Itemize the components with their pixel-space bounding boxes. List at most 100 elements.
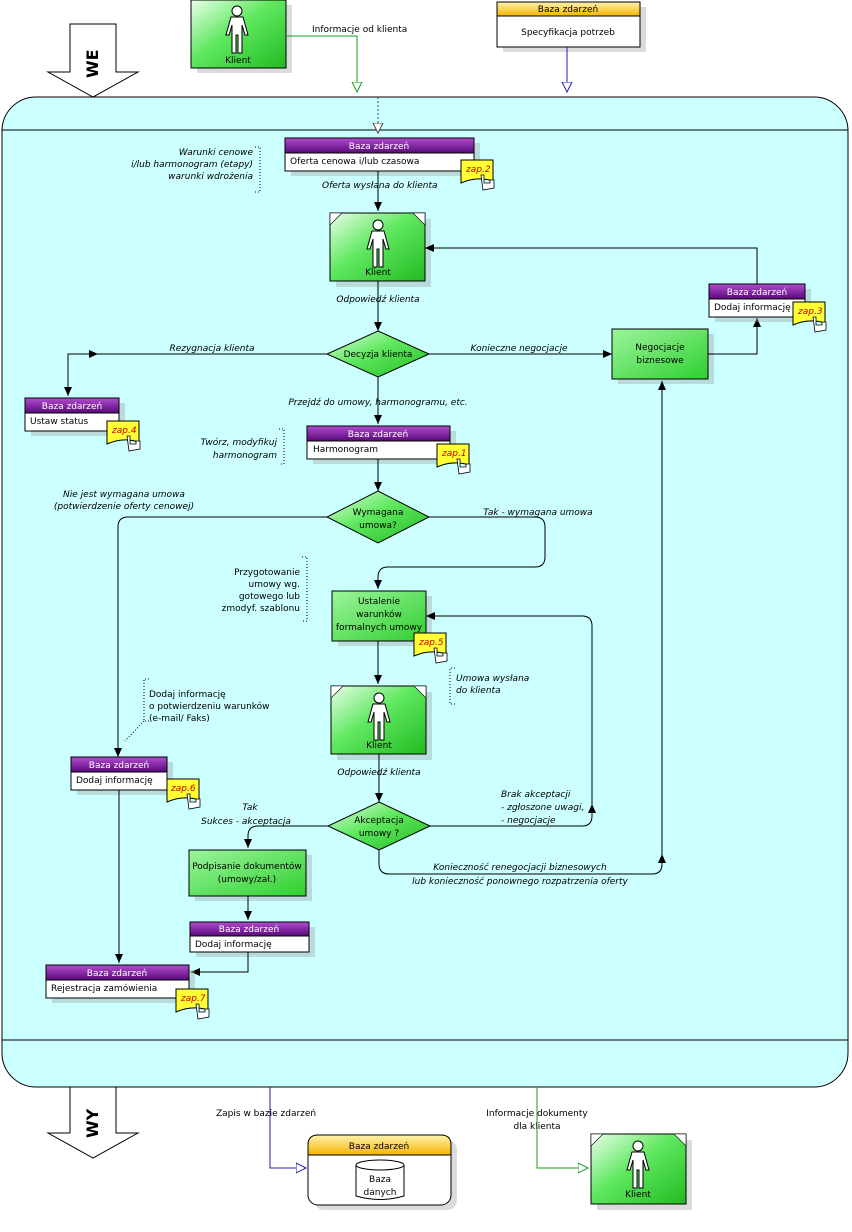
renegotiation-label-2: lub konieczność ponownego rozpatrzenia o… (412, 876, 628, 887)
offer-sent-label: Oferta wysłana do klienta (322, 181, 438, 191)
flow-accepted (244, 825, 328, 848)
svg-text:Dodaj informację: Dodaj informację (149, 690, 226, 700)
svg-text:- zgłoszone uwagi,: - zgłoszone uwagi, (501, 803, 584, 813)
process-signing: Podpisanie dokumentów (umowy/zał.) (188, 849, 312, 901)
svg-text:Specyfikacja potrzeb: Specyfikacja potrzeb (521, 28, 615, 38)
svg-text:Dodaj informację: Dodaj informację (76, 776, 153, 786)
svg-text:Baza zdarzeń: Baza zdarzeń (219, 925, 279, 935)
svg-text:Przygotowanie: Przygotowanie (234, 568, 300, 578)
svg-text:- negocjacje: - negocjacje (501, 816, 556, 826)
svg-text:o potwierdzeniu warunków: o potwierdzeniu warunków (149, 701, 270, 712)
svg-text:Baza zdarzeń: Baza zdarzeń (348, 430, 408, 440)
svg-text:Baza zdarzeń: Baza zdarzeń (89, 761, 149, 771)
svg-text:zap.1: zap.1 (441, 449, 467, 459)
svg-text:Baza zdarzeń: Baza zdarzeń (42, 402, 102, 412)
svg-text:Baza zdarzeń: Baza zdarzeń (538, 5, 598, 15)
flow-yes-contract (374, 516, 546, 589)
flow-back-to-client (425, 244, 758, 284)
svg-text:Klient: Klient (625, 1190, 651, 1200)
svg-text:Baza zdarzeń: Baza zdarzeń (349, 1142, 409, 1152)
event-registration: Baza zdarzeń Rejestracja zamówienia (45, 964, 195, 1003)
svg-text:Baza zdarzeń: Baza zdarzeń (727, 288, 787, 298)
svg-text:formalnych umowy: formalnych umowy (336, 623, 423, 633)
svg-text:harmonogram: harmonogram (213, 451, 277, 461)
no-contract-label-2: (potwierdzenie oferty cenowej) (54, 502, 194, 512)
svg-text:warunki wdrożenia: warunki wdrożenia (168, 172, 253, 182)
zap-5: zap.5 (413, 632, 448, 664)
negotiation-needed-label: Konieczne negocjacje (470, 344, 567, 354)
svg-text:Baza zdarzeń: Baza zdarzeń (349, 142, 409, 152)
database-output: Baza zdarzeń Baza danych (307, 1134, 457, 1210)
yes-label-2: Sukces - akceptacja (201, 817, 291, 827)
info-from-client-flow (286, 35, 357, 92)
flow-info-to-registration (191, 952, 249, 976)
svg-text:Rejestracja zamówienia: Rejestracja zamówienia (51, 983, 157, 994)
event-add-info-6: Baza zdarzeń Dodaj informację (70, 756, 173, 795)
svg-text:Twórz, modyfikuj: Twórz, modyfikuj (201, 437, 278, 448)
svg-text:zap.5: zap.5 (418, 638, 444, 648)
svg-text:zap.6: zap.6 (170, 784, 196, 794)
svg-text:Akceptacja: Akceptacja (354, 816, 404, 826)
svg-text:Harmonogram: Harmonogram (313, 445, 378, 455)
svg-text:Warunki cenowe: Warunki cenowe (179, 148, 254, 158)
flow-resignation (64, 353, 327, 396)
zap-7: zap.7 (175, 988, 210, 1020)
no-acceptance-note: Brak akceptacji - zgłoszone uwagi, - neg… (501, 790, 584, 826)
note-price-terms: Warunki cenowe i/lub harmonogram (etapy)… (131, 146, 261, 193)
note-confirmation: Dodaj informację o potwierdzeniu warunkó… (143, 678, 270, 724)
svg-text:danych: danych (364, 1188, 397, 1198)
event-schedule: Baza zdarzeń Harmonogram (306, 425, 456, 464)
go-to-contract-label: Przejdź do umowy, harmonogramu, etc. (288, 398, 467, 408)
client-actor-bottom: Klient (590, 1133, 692, 1210)
svg-text:Ustaw status: Ustaw status (30, 417, 89, 427)
no-contract-label-1: Nie jest wymagana umowa (63, 490, 185, 500)
event-add-info-sign: Baza zdarzeń Dodaj informację (189, 921, 315, 957)
svg-text:umowy wg.: umowy wg. (249, 580, 300, 590)
renegotiation-label-1: Konieczność renegocjacji biznesowych (433, 862, 607, 873)
info-from-client-label: Informacje od klienta (312, 25, 407, 35)
wy-label: WY (83, 1108, 102, 1138)
svg-text:Baza zdarzeń: Baza zdarzeń (87, 969, 147, 979)
svg-text:Ustalenie: Ustalenie (358, 597, 401, 607)
event-offer: Baza zdarzeń Oferta cenowa i/lub czasowa (284, 137, 480, 176)
we-label: WE (83, 49, 102, 78)
svg-text:zap.3: zap.3 (797, 307, 823, 317)
flow-negotiation-info (708, 318, 761, 355)
zap-3: zap.3 (792, 301, 827, 333)
svg-text:zap.7: zap.7 (180, 994, 206, 1004)
note-prepare-contract: Przygotowanie umowy wg. gotowego lub zmo… (222, 556, 308, 622)
flow-no-contract (114, 516, 327, 757)
svg-text:gotowego lub: gotowego lub (239, 592, 300, 602)
flow-no-acceptance (426, 612, 593, 827)
svg-text:zap.4: zap.4 (111, 426, 137, 436)
zap-2: zap.2 (460, 159, 495, 191)
process-contract-terms: Ustalenie warunków formalnych umowy (331, 590, 432, 646)
flow-info-docs (536, 1087, 588, 1168)
client-actor-top: Klient (190, 0, 292, 73)
output-arrow: WY (46, 1086, 140, 1159)
note-create-schedule: Twórz, modyfikuj harmonogram (201, 428, 285, 465)
svg-text:umowa?: umowa? (359, 521, 397, 531)
svg-text:zap.2: zap.2 (465, 165, 491, 175)
svg-text:(umowy/zał.): (umowy/zał.) (218, 875, 276, 885)
yes-label-1: Tak (242, 803, 258, 813)
save-db-label: Zapis w bazie zdarzeń (216, 1109, 316, 1119)
process-negotiation: Negocjacje biznesowe (611, 328, 714, 384)
svg-text:Oferta cenowa i/lub czasowa: Oferta cenowa i/lub czasowa (290, 157, 419, 167)
flow-renegotiation (378, 381, 666, 875)
svg-text:do klienta: do klienta (456, 686, 501, 696)
client-actor-1: Klient (329, 212, 431, 287)
svg-text:Klient: Klient (365, 268, 391, 278)
svg-text:biznesowe: biznesowe (636, 356, 684, 366)
decision-contract-required: Wymagana umowa? (325, 490, 431, 544)
svg-text:Decyzja klienta: Decyzja klienta (344, 350, 413, 360)
svg-text:Negocjacje: Negocjacje (635, 343, 685, 353)
event-add-info-3: Baza zdarzeń Dodaj informację (708, 283, 811, 322)
client-label: Klient (225, 56, 251, 66)
zap-1: zap.1 (436, 443, 471, 475)
svg-text:Podpisanie dokumentów: Podpisanie dokumentów (192, 861, 302, 872)
zap-6: zap.6 (166, 778, 201, 810)
zap-4: zap.4 (106, 420, 141, 452)
resignation-label: Rezygnacja klienta (169, 344, 254, 354)
input-arrow: WE (46, 23, 140, 98)
